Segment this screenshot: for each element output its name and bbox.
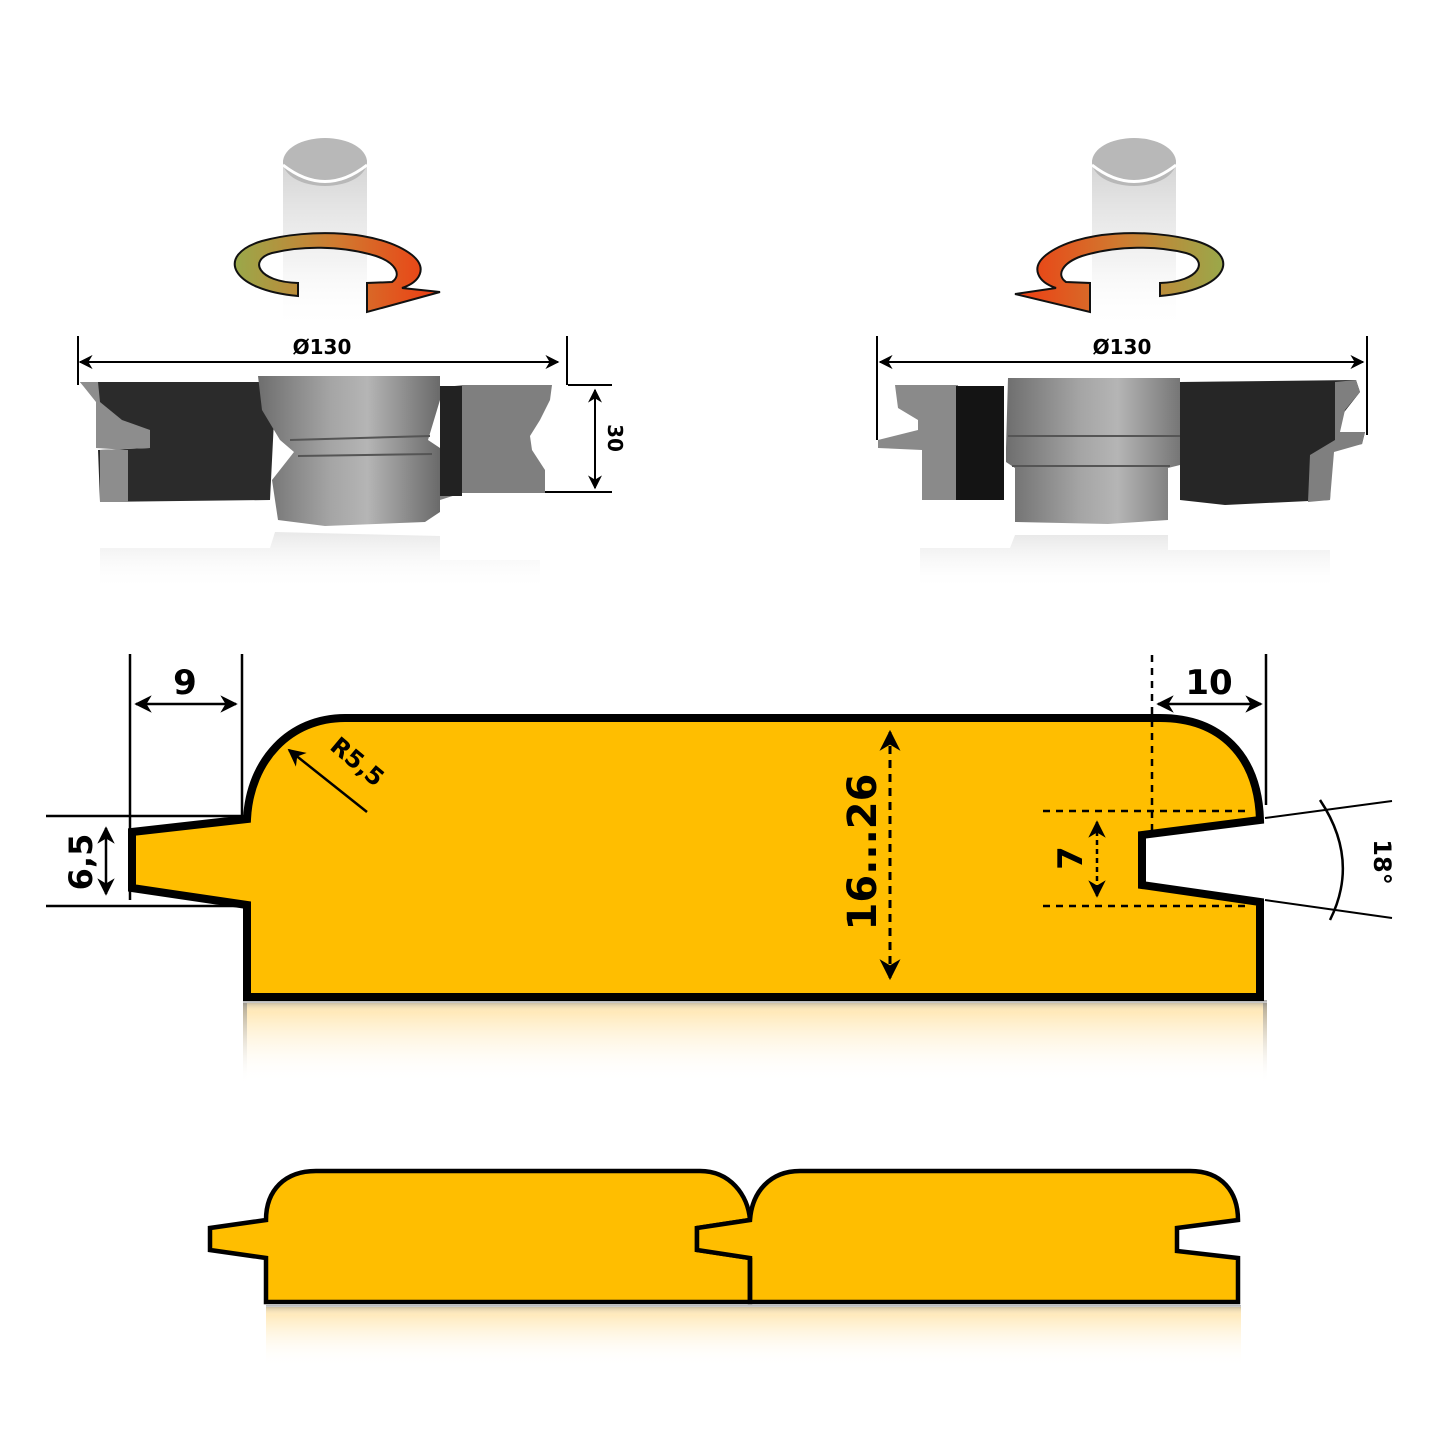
groove-angle-label: 18° (1368, 839, 1396, 884)
height-label: 30 (603, 424, 627, 452)
groove-width-dimension: 7 (1043, 809, 1250, 908)
groove-depth-dimension: 10 (1150, 654, 1268, 832)
groove-width-label: 7 (1051, 846, 1091, 870)
board-thickness-label: 16...26 (840, 774, 886, 931)
tongue-length-label: 9 (173, 663, 197, 703)
rotation-clockwise-icon (233, 232, 441, 314)
board-assembly (207, 1168, 1241, 1367)
groove-angle-dimension: 18° (1264, 799, 1396, 921)
board-profile-main: 9 6,5 R5,5 16...26 10 (46, 654, 1396, 1083)
groove-depth-label: 10 (1185, 663, 1232, 703)
cutter-right: Ø130 (876, 138, 1368, 590)
tongue-thickness-dimension: 6,5 (46, 814, 245, 908)
height-dimension: 30 (545, 384, 627, 493)
profile-outline (128, 714, 1265, 1001)
cutter-body-left (80, 376, 552, 526)
diameter-dimension: Ø130 (876, 335, 1368, 440)
rotation-counterclockwise-icon (1014, 232, 1225, 314)
profile-reflection (243, 1003, 1267, 1083)
cutter-body-right (878, 378, 1365, 524)
diameter-label: Ø130 (1093, 335, 1152, 359)
tongue-thickness-label: 6,5 (62, 834, 100, 891)
assembly-board-2 (694, 1168, 1241, 1305)
tongue-length-dimension: 9 (128, 654, 244, 900)
cutter-left: Ø130 30 (77, 138, 627, 590)
diameter-dimension: Ø130 (77, 335, 568, 385)
cutter-reflection-left (100, 532, 540, 590)
board-thickness-dimension: 16...26 (840, 729, 901, 981)
diameter-label: Ø130 (293, 335, 352, 359)
cutter-reflection-right (920, 535, 1330, 590)
assembly-board-1 (207, 1168, 753, 1305)
